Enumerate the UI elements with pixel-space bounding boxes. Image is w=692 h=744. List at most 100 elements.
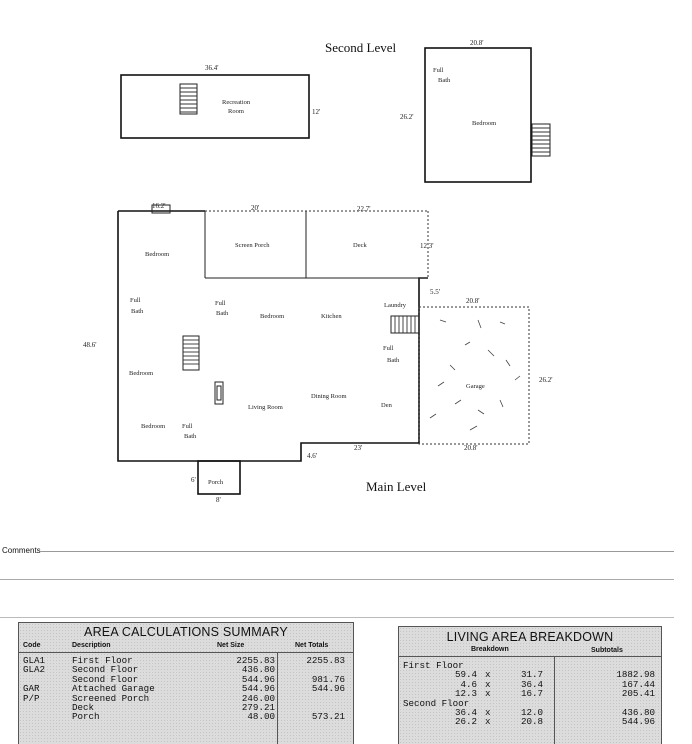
cell-description: Screened Porch (72, 692, 150, 704)
room-living-room: Living Room (248, 404, 283, 411)
second-level-title: Second Level (325, 40, 397, 55)
room-full-bath-mid-2: Bath (216, 310, 229, 317)
col-header-code: Code (23, 642, 41, 649)
room-full-bath-right-2: Bath (387, 357, 400, 364)
cell-net-total: 2255.83 (306, 655, 345, 666)
second-full-bath-1: Full (433, 67, 444, 74)
section-first-floor-text: First Floor (403, 660, 464, 671)
second-block-height-dim: 26.2' (400, 113, 414, 121)
dim-step: 5.5' (430, 288, 440, 296)
recreation-height-dim: 12' (312, 108, 320, 116)
cell-description: Deck (72, 702, 95, 713)
room-kitchen: Kitchen (321, 313, 342, 320)
room-full-bath-right-1: Full (383, 345, 394, 352)
room-full-bath-mid-1: Full (215, 300, 226, 307)
table-row: 12.3 x 16.7 205.41 (399, 688, 661, 700)
dim-porch-bottom: 8' (216, 496, 221, 504)
main-level: 16.2' 20' 22.7' 12.3' 5.5' 20.8' 26.2' 2… (83, 202, 553, 504)
col-header-net-totals: Net Totals (295, 642, 329, 649)
cell-description: First Floor (72, 655, 133, 666)
cell-dimension-b: 31.7 (520, 669, 543, 681)
cell-net-size: 279.21 (241, 702, 275, 713)
dim-porch-side: 6' (191, 476, 196, 484)
cell-times: x (485, 707, 491, 718)
cell-net-size: 48.00 (247, 711, 275, 723)
cell-dimension-a: 12.3 (454, 688, 477, 700)
dim-bottom-step: 4.6' (307, 452, 317, 460)
second-level-stairs (531, 123, 551, 157)
fireplace-icon (214, 381, 224, 405)
cell-net-total: 981.76 (311, 673, 345, 685)
cell-net-total: 544.96 (311, 683, 345, 695)
second-bedroom-label: Bedroom (472, 120, 496, 127)
room-full-bath-bottom-2: Bath (184, 433, 197, 440)
dim-bottom-mid: 23' (354, 444, 362, 452)
comments-rule (0, 617, 674, 618)
cell-description: Attached Garage (72, 683, 155, 695)
cell-times: x (485, 688, 491, 700)
cell-dimension-b: 36.4 (520, 678, 543, 690)
second-full-bath-2: Bath (438, 77, 451, 84)
living-breakdown-title: LIVING AREA BREAKDOWN (446, 630, 614, 644)
second-block-width-dim: 20.8' (470, 39, 484, 47)
room-bedroom-bottom-left: Bedroom (141, 423, 165, 430)
room-full-bath-bottom-1: Full (182, 423, 193, 430)
room-full-bath-left-2: Bath (131, 308, 144, 315)
cell-description: Second Floor (72, 664, 139, 676)
recreation-width-dim: 36.4' (205, 64, 219, 72)
cell-net-size: 436.80 (241, 664, 275, 676)
room-screen-porch: Screen Porch (235, 242, 270, 249)
recreation-stairs (179, 83, 198, 115)
cell-net-size: 544.96 (241, 683, 275, 695)
main-level-title: Main Level (366, 479, 427, 494)
cell-subtotal: 205.41 (621, 688, 655, 700)
dim-top-right: 22.7' (357, 205, 371, 213)
floor-plan-drawing: Second Level Main Level Recreation Room … (83, 39, 553, 504)
dim-top-mid: 20' (251, 204, 259, 212)
col-header-breakdown: Breakdown (471, 646, 509, 653)
room-bedroom-center: Bedroom (260, 313, 284, 320)
room-deck: Deck (353, 242, 367, 249)
cell-net-size: 544.96 (241, 673, 275, 685)
cell-subtotal: 167.44 (621, 678, 655, 690)
dim-right-short: 12.3' (420, 242, 434, 250)
cell-subtotal: 1882.98 (616, 669, 655, 681)
room-garage: Garage (466, 383, 485, 390)
dim-garage-right: 26.2' (539, 376, 553, 384)
cell-dimension-b: 16.7 (520, 688, 543, 700)
table-row: GLA1 First Floor 2255.83 2255.83 (19, 655, 353, 666)
cell-code: GAR (23, 683, 40, 695)
room-den: Den (381, 402, 393, 409)
cell-times: x (485, 678, 491, 690)
area-summary-title: AREA CALCULATIONS SUMMARY (84, 625, 288, 639)
table-row: 36.4 x 12.0 436.80 (399, 707, 661, 718)
comments-rule (0, 579, 674, 580)
cell-dimension-a: 4.6 (460, 678, 477, 690)
table-row: GLA2 Second Floor 436.80 (19, 664, 353, 676)
cell-description: Porch (72, 711, 100, 723)
cell-code: GLA1 (23, 655, 46, 666)
living-area-breakdown: LIVING AREA BREAKDOWN Breakdown Subtotal… (398, 626, 662, 744)
col-header-description: Description (72, 642, 111, 649)
dim-garage-top: 20.8' (466, 297, 480, 305)
cell-times: x (485, 716, 491, 728)
cell-dimension-b: 20.8 (520, 716, 543, 728)
room-porch: Porch (208, 479, 224, 486)
cell-dimension-b: 12.0 (520, 707, 543, 718)
cell-dimension-a: 26.2 (454, 716, 477, 728)
cell-subtotal: 544.96 (621, 716, 655, 728)
cell-net-size: 2255.83 (236, 655, 275, 666)
dim-garage-bottom: 20.8' (464, 444, 478, 452)
cell-code: GLA2 (23, 664, 46, 676)
cell-dimension-a: 36.4 (454, 707, 477, 718)
col-header-net-size: Net Size (217, 642, 245, 649)
cell-subtotal: 436.80 (621, 707, 655, 718)
recreation-label-2: Room (228, 108, 244, 115)
col-header-subtotals: Subtotals (591, 647, 623, 654)
table-row: Deck 279.21 (19, 702, 353, 713)
comments-rule (40, 551, 674, 552)
recreation-label-1: Recreation (222, 99, 251, 106)
comments-label: Comments (2, 546, 41, 555)
cell-net-size: 246.00 (241, 692, 275, 704)
section-first-floor: First Floor (399, 660, 661, 671)
